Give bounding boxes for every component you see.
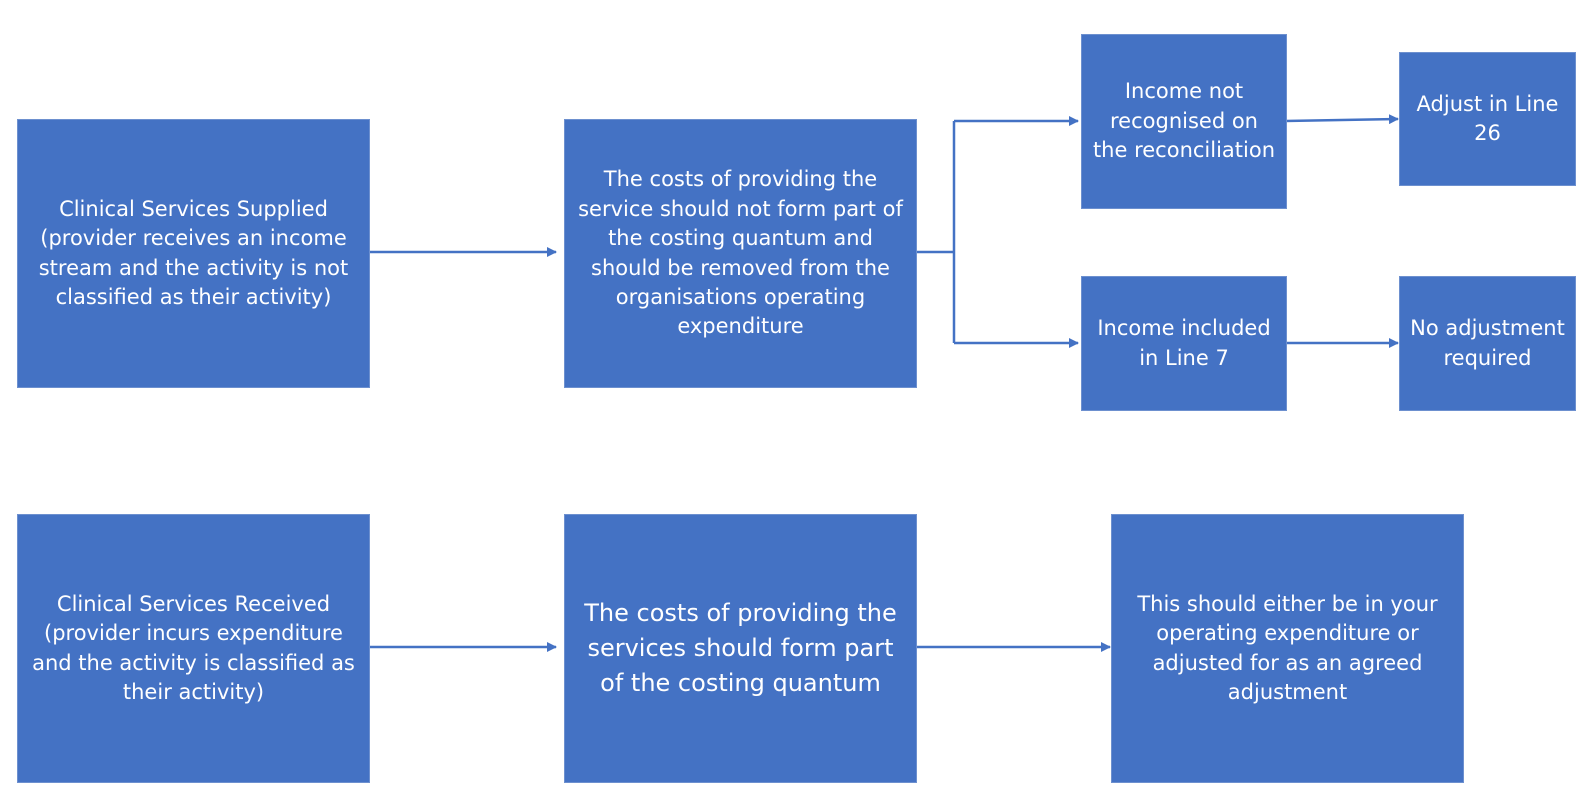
adjust-line26-box: Adjust in Line 26	[1399, 52, 1576, 186]
income-included-line7-box: Income included in Line 7	[1081, 276, 1287, 411]
adjust-line26-text: Adjust in Line 26	[1416, 91, 1559, 145]
either-expenditure-text: This should either be in your operating …	[1137, 591, 1438, 704]
costs-not-part-box: The costs of providing the service shoul…	[564, 119, 917, 388]
income-included-line7-text: Income included in Line 7	[1097, 316, 1271, 370]
costs-not-part-text: The costs of providing the service shoul…	[578, 167, 903, 339]
no-adjustment-text: No adjustment required	[1410, 316, 1565, 370]
clinical-services-supplied-text: Clinical Services Supplied (provider rec…	[38, 196, 349, 309]
clinical-services-supplied-box: Clinical Services Supplied (provider rec…	[17, 119, 370, 388]
income-not-recognised-text: Income not recognised on the reconciliat…	[1092, 79, 1276, 163]
costs-part-box: The costs of providing the services shou…	[564, 514, 917, 783]
no-adjustment-box: No adjustment required	[1399, 276, 1576, 411]
costs-part-text: The costs of providing the services shou…	[584, 599, 897, 697]
clinical-services-received-box: Clinical Services Received (provider inc…	[17, 514, 370, 783]
either-expenditure-box: This should either be in your operating …	[1111, 514, 1464, 783]
clinical-services-received-text: Clinical Services Received (provider inc…	[32, 591, 355, 704]
arrow-income-not-recognised-to-adjust	[1284, 114, 1399, 125]
income-not-recognised-box: Income not recognised on the reconciliat…	[1081, 34, 1287, 209]
